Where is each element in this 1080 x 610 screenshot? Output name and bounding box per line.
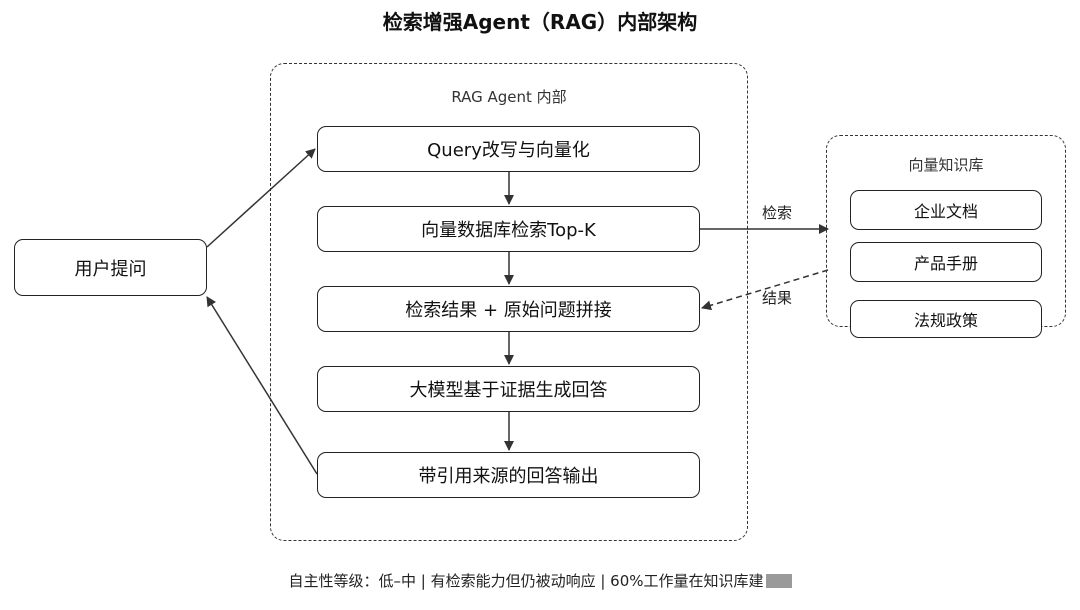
step-cited-output: 带引用来源的回答输出 [317,452,700,498]
kb-item-product-manual: 产品手册 [850,242,1042,282]
diagram-title: 检索增强Agent（RAG）内部架构 [382,10,698,34]
footer-note: 自主性等级：低–中 | 有检索能力但仍被动响应 | 60%工作量在知识库建 [0,570,1080,591]
arrow-kb-results-back [701,269,829,311]
step-vector-retrieval: 向量数据库检索Top-K [317,206,700,252]
kb-item-enterprise-docs: 企业文档 [850,190,1042,230]
step-llm-generate: 大模型基于证据生成回答 [317,366,700,412]
step-query-rewrite: Query改写与向量化 [317,126,700,172]
step-concat-results: 检索结果 + 原始问题拼接 [317,286,700,332]
rag-agent-group: RAG Agent 内部 [270,63,748,541]
arrow-output-to-user [206,296,318,475]
knowledge-base-label: 向量知识库 [908,156,984,174]
user-question-node: 用户提问 [14,239,207,296]
edge-label-result: 结果 [762,289,793,307]
rag-agent-group-label: RAG Agent 内部 [451,88,567,106]
redaction-mark [765,574,792,588]
kb-item-regulations: 法规政策 [850,300,1042,338]
edge-label-retrieve: 检索 [762,204,793,222]
arrow-user-to-query [206,148,316,248]
footer-text: 自主性等级：低–中 | 有检索能力但仍被动响应 | 60%工作量在知识库建 [288,572,764,590]
